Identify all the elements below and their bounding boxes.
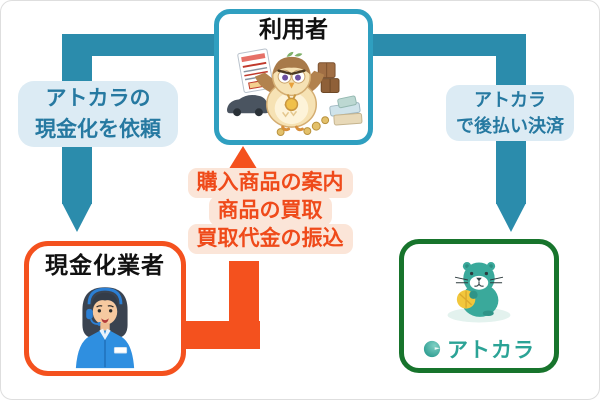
label-request-line2: 現金化を依頼: [35, 118, 161, 141]
node-cash-converter-title: 現金化業者: [45, 252, 165, 278]
node-user-title: 利用者: [259, 16, 328, 42]
atokara-logo-icon: [423, 340, 441, 358]
node-atokara: アトカラ: [399, 239, 559, 373]
label-deferred-payment: アトカラ で後払い決済: [446, 85, 574, 141]
otter-mascot-illustration: [431, 256, 527, 328]
arrow-right-arrowhead-icon: [496, 203, 526, 232]
label-center-actions: 購入商品の案内 商品の買取 買取代金の振込: [187, 168, 353, 254]
arrow-left-horizontal-bar: [62, 34, 214, 56]
label-center-line3: 買取代金の振込: [187, 224, 353, 254]
label-center-line1: 購入商品の案内: [187, 168, 353, 198]
label-center-line2: 商品の買取: [208, 196, 332, 226]
arrow-center-vertical-bar: [229, 261, 259, 349]
arrow-center-arrowhead-icon: [227, 146, 259, 172]
label-request-cashout: アトカラの 現金化を依頼: [18, 81, 178, 147]
node-cash-converter: 現金化業者: [24, 241, 186, 376]
operator-illustration: [55, 276, 155, 370]
arrow-left-arrowhead-icon: [62, 203, 92, 232]
atokara-logo-text: アトカラ: [447, 339, 535, 362]
label-deferred-line2: で後払い決済: [456, 116, 564, 136]
node-user: 利用者: [214, 9, 373, 145]
owl-mascot-illustration: [218, 43, 369, 137]
label-deferred-line1: アトカラ: [474, 90, 546, 110]
atokara-logo: アトカラ: [423, 334, 535, 364]
label-request-line1: アトカラの: [45, 87, 151, 110]
arrow-right-horizontal-bar: [373, 34, 526, 56]
